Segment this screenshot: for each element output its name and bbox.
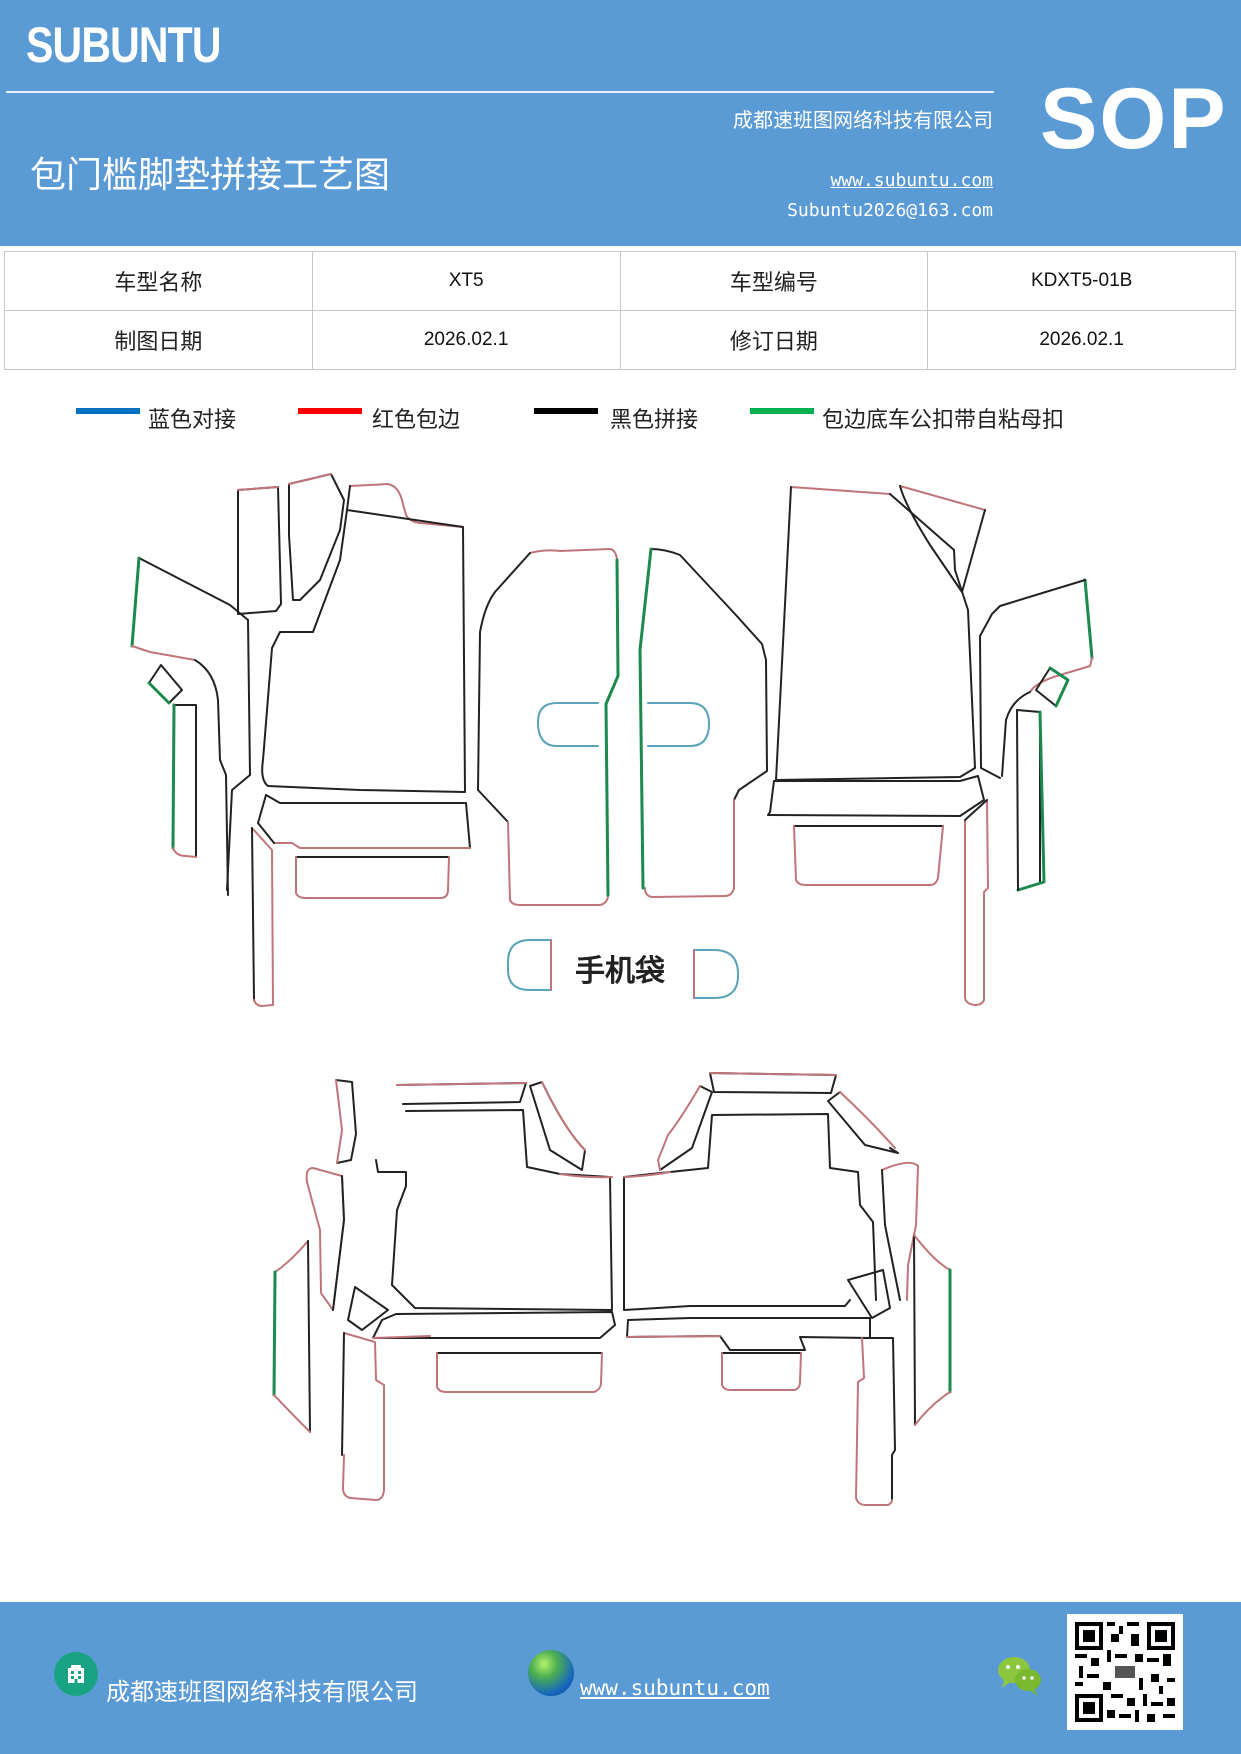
header-website-link[interactable]: www.subuntu.com (830, 170, 993, 191)
revision-date-label: 修订日期 (619, 310, 929, 370)
table-row: 车型名称 XT5 车型编号 KDXT5-01B (4, 251, 1236, 311)
wechat-icon[interactable] (996, 1654, 1044, 1698)
revision-date-value: 2026.02.1 (927, 310, 1236, 370)
legend-label: 红色包边 (372, 408, 461, 433)
sop-badge: SOP (1040, 71, 1228, 167)
legend-label: 蓝色对接 (148, 408, 237, 433)
header-banner: SUBUNTU 包门槛脚垫拼接工艺图 成都速班图网络科技有限公司 www.sub… (0, 0, 1241, 246)
building-icon (54, 1652, 98, 1696)
legend-item-black: 黑色拼接 (534, 402, 698, 434)
model-code-value: KDXT5-01B (927, 251, 1236, 311)
globe-icon (528, 1650, 574, 1696)
footer-website-link[interactable]: www.subuntu.com (580, 1676, 770, 1700)
phone-pocket-shapes (507, 939, 739, 999)
rear-right-mats (623, 1072, 952, 1506)
footer-company-name: 成都速班图网络科技有限公司 (106, 1678, 418, 1706)
red-line-swatch (298, 408, 362, 414)
model-code-label: 车型编号 (619, 251, 929, 311)
mat-splicing-diagram: 手机袋 (130, 473, 1094, 1506)
header-company-name: 成都速班图网络科技有限公司 (733, 108, 993, 132)
legend-item-red: 红色包边 (298, 402, 460, 434)
black-line-swatch (534, 408, 598, 414)
footer-banner: 成都速班图网络科技有限公司 www.subuntu.com (0, 1602, 1241, 1754)
header-email: Subuntu2026@163.com (787, 200, 993, 221)
drawing-date-value: 2026.02.1 (311, 310, 621, 370)
line-legend: 蓝色对接 红色包边 黑色拼接 包边底车公扣带自粘母扣 (0, 402, 1241, 442)
header-divider (6, 91, 994, 93)
legend-item-blue: 蓝色对接 (76, 402, 236, 434)
brand-logo: SUBUNTU (26, 17, 222, 73)
page-title: 包门槛脚垫拼接工艺图 (30, 155, 391, 196)
blue-line-swatch (76, 408, 140, 414)
legend-label: 黑色拼接 (610, 408, 699, 433)
model-name-value: XT5 (311, 251, 621, 311)
vehicle-info-table: 车型名称 XT5 车型编号 KDXT5-01B 制图日期 2026.02.1 修… (4, 251, 1236, 370)
phone-pocket-label: 手机袋 (575, 954, 665, 989)
legend-item-green: 包边底车公扣带自粘母扣 (750, 402, 1064, 434)
front-right-mats (638, 485, 1094, 1006)
green-line-swatch (750, 408, 814, 414)
model-name-label: 车型名称 (4, 251, 313, 311)
front-left-mats (130, 473, 620, 1007)
legend-label: 包边底车公扣带自粘母扣 (822, 408, 1065, 433)
drawing-date-label: 制图日期 (4, 310, 313, 370)
qr-code (1067, 1614, 1183, 1730)
rear-left-mats (272, 1079, 616, 1501)
table-row: 制图日期 2026.02.1 修订日期 2026.02.1 (4, 310, 1236, 370)
